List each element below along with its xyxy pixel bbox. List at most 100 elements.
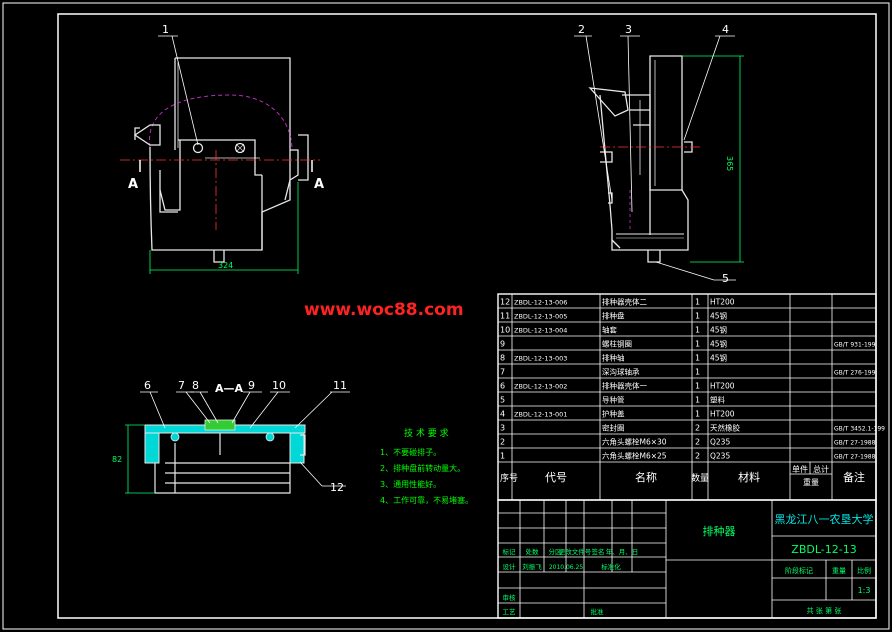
section-mark-right: A <box>311 160 324 192</box>
title-approve: 批准 <box>591 607 605 616</box>
title-date: 2010.06.25 <box>549 564 584 571</box>
bom-cell-material: Q235 <box>710 452 730 461</box>
title-sheets: 共 张 第 张 <box>807 606 842 615</box>
watermark-text: www.woc88.com <box>304 300 464 320</box>
bom-cell-no: 1 <box>500 452 505 461</box>
bom-cell-material: 45钢 <box>710 339 727 349</box>
front-width-dimension <box>149 182 299 274</box>
bom-cell-qty: 1 <box>695 382 700 391</box>
bom-cell-material: HT200 <box>710 410 735 419</box>
bom-cell-code: ZBDL-12-13-006 <box>514 299 567 307</box>
bom-cell-no: 12 <box>500 298 510 307</box>
bom-cell-qty: 1 <box>695 298 700 307</box>
balloon-8-text: 8 <box>192 379 199 392</box>
balloon-4-text: 4 <box>722 23 729 36</box>
bom-cell-material: 45钢 <box>710 325 727 335</box>
balloon-5-text: 5 <box>722 272 729 285</box>
section-mark-left: A <box>128 160 141 192</box>
inner-frame <box>57 13 877 619</box>
bom-cell-qty: 1 <box>695 326 700 335</box>
bom-cell-qty: 1 <box>695 410 700 419</box>
bom-header-remark: 备注 <box>843 470 865 484</box>
bom-cell-no: 9 <box>500 340 505 349</box>
tech-req-item: 2、排种盘前转动量大。 <box>380 463 465 473</box>
bom-cell-no: 2 <box>500 438 505 447</box>
bom-cell-material: Q235 <box>710 438 730 447</box>
front-view <box>133 57 309 263</box>
bom-header-unit-weight: 单件 <box>792 464 808 474</box>
title-scale-label: 比例 <box>857 566 871 575</box>
bom-cell-qty: 1 <box>695 396 700 405</box>
bom-cell-code: ZBDL-12-13-001 <box>514 411 567 419</box>
bom-cell-remark: GB/T 931-199 <box>834 342 876 349</box>
section-height-text: 82 <box>112 455 122 464</box>
side-view <box>588 55 693 263</box>
bom-header-material: 材料 <box>738 470 760 484</box>
title-process: 工艺 <box>503 608 517 616</box>
title-sign-label: 分区 <box>549 547 563 556</box>
bom-cell-remark: GB/T 27-1988 <box>834 440 876 447</box>
bom-cell-name: 深沟球轴承 <box>602 367 640 377</box>
title-scale: 1:3 <box>858 586 871 595</box>
title-university: 黑龙江八一农垦大学 <box>775 512 874 526</box>
bom-cell-qty: 2 <box>695 438 700 447</box>
front-width-text: 324 <box>218 261 233 270</box>
balloon-10-text: 10 <box>272 379 286 392</box>
section-letter-right: A <box>314 177 324 192</box>
tech-req-item: 4、工作可靠，不易堵塞。 <box>380 495 473 505</box>
bom-header-qty: 数量 <box>691 472 709 484</box>
bom-cell-no: 7 <box>500 368 505 377</box>
bom-cell-material: 45钢 <box>710 311 727 321</box>
tech-req-item: 3、通用性能好。 <box>380 479 441 489</box>
bom-cell-no: 5 <box>500 396 505 405</box>
bom-cell-name: 排种盘 <box>602 311 625 321</box>
balloon-5 <box>655 261 736 281</box>
balloon-2 <box>574 35 613 201</box>
title-weight: 重量 <box>832 567 846 575</box>
section-leaders <box>140 391 350 487</box>
balloon-1-text: 1 <box>162 23 169 36</box>
balloon-4 <box>683 35 735 141</box>
bom-cell-name: 六角头螺栓M6×30 <box>602 437 667 447</box>
title-sign-label: 处数 <box>526 547 540 556</box>
bom-header-no: 序号 <box>500 472 518 484</box>
bom-cell-qty: 1 <box>695 368 700 377</box>
bom-cell-name: 轴套 <box>602 325 617 335</box>
bom-cell-code: ZBDL-12-13-005 <box>514 313 567 321</box>
bom-header-total-weight: 总计 <box>813 464 829 474</box>
title-sign-label: 签名 <box>592 547 605 556</box>
title-block-grid <box>497 499 877 619</box>
bom-header-weight: 重量 <box>803 477 819 487</box>
bom-cell-material: HT200 <box>710 298 735 307</box>
section-view-title: A—A <box>215 382 244 395</box>
balloon-7-text: 7 <box>178 379 185 392</box>
balloon-3 <box>620 35 640 213</box>
title-product-name: 排种器 <box>703 524 736 538</box>
title-designer-name: 刘振飞 <box>522 562 542 571</box>
tech-req-item: 1、不要碰排子。 <box>380 447 441 457</box>
balloon-3-text: 3 <box>625 23 632 36</box>
bom-cell-material: 45钢 <box>710 353 727 363</box>
bom-cell-name: 排种器壳体二 <box>602 297 647 307</box>
bom-cell-name: 导种管 <box>602 395 625 405</box>
section-letter-left: A <box>128 177 138 192</box>
bom-cell-no: 3 <box>500 424 505 433</box>
bom-cell-name: 螺柱钢圈 <box>602 339 632 349</box>
bom-cell-qty: 2 <box>695 452 700 461</box>
bom-cell-no: 10 <box>500 326 510 335</box>
title-sign-label: 更改文件号 <box>559 547 592 556</box>
bom-cell-qty: 2 <box>695 424 700 433</box>
bom-cell-code: ZBDL-12-13-003 <box>514 355 567 363</box>
bom-cell-qty: 1 <box>695 354 700 363</box>
bom-cell-qty: 1 <box>695 340 700 349</box>
bom-cell-qty: 1 <box>695 312 700 321</box>
bom-table-grid <box>497 293 877 501</box>
bom-cell-material: 天然橡胶 <box>710 423 740 433</box>
balloon-11-text: 11 <box>333 379 347 392</box>
bom-cell-remark: GB/T 3452.1-199 <box>834 426 885 433</box>
bom-cell-material: HT200 <box>710 382 735 391</box>
balloon-6-text: 6 <box>144 379 151 392</box>
balloon-2-text: 2 <box>578 23 585 36</box>
